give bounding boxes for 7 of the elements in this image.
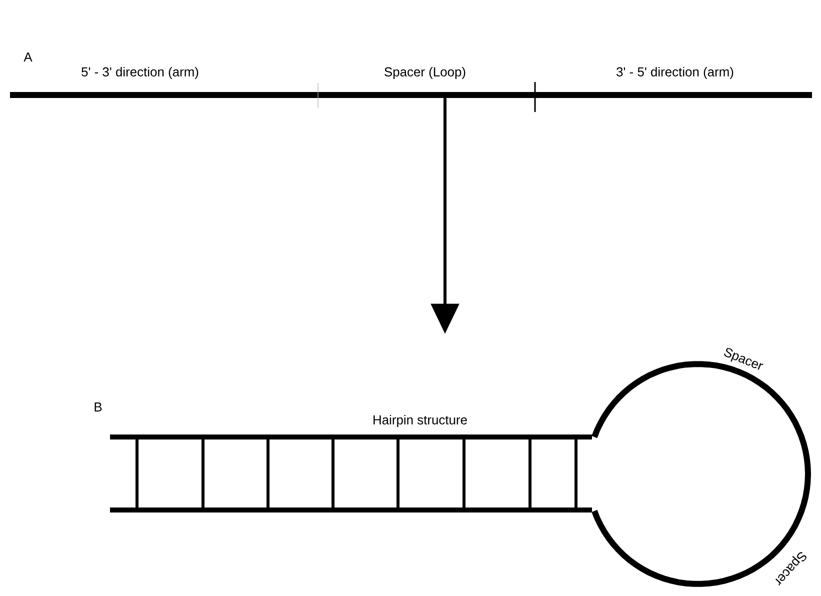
- segment-label: 3' - 5' direction (arm): [616, 66, 734, 80]
- loop-label: Spacer: [724, 348, 764, 370]
- segment-label: 5' - 3' direction (arm): [82, 66, 198, 80]
- structure-label: Hairpin structure: [374, 414, 467, 428]
- strand: [10, 92, 812, 98]
- panel-label: A: [24, 52, 32, 62]
- segment-label: Spacer (Loop): [384, 66, 466, 80]
